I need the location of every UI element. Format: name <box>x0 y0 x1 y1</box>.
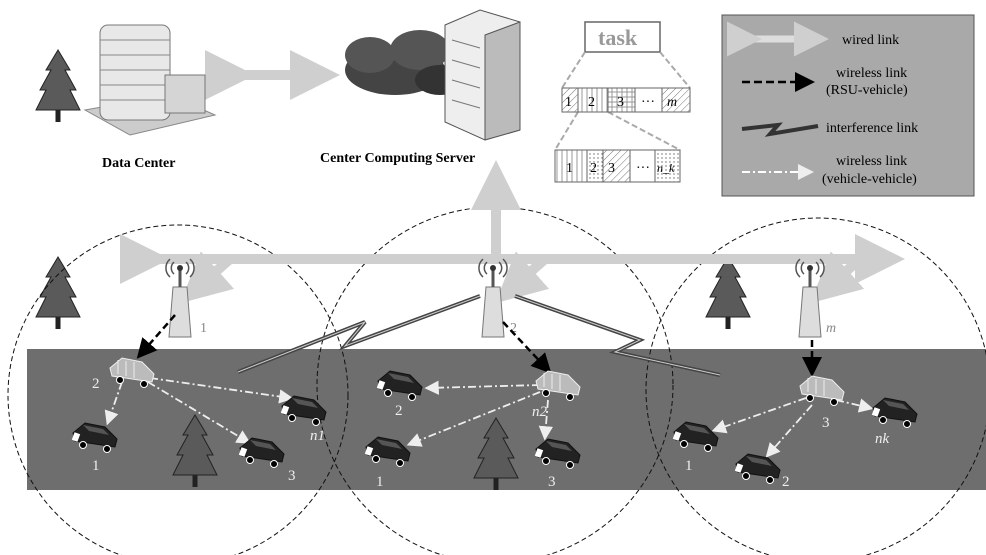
legend-v2v: wireless link <box>836 154 907 169</box>
vehicle-label: 1 <box>685 458 693 474</box>
rsu-label: 1 <box>200 321 207 336</box>
subtask-segment: ··· <box>636 161 650 176</box>
vehicle-label: nk <box>875 431 890 447</box>
vehicle-label: 1 <box>92 458 100 474</box>
data-center-label: Data Center <box>102 156 175 171</box>
task-segment: 3 <box>617 95 624 110</box>
task-breakdown: task 1 2 3 ··· m 1 2 3 ··· n_k <box>554 21 691 183</box>
vehicle-label: n2 <box>532 404 548 420</box>
subtask-segment: 1 <box>566 161 573 176</box>
task-segment: ··· <box>641 95 655 110</box>
legend-rsu-vehicle: wireless link <box>836 66 907 81</box>
interference-links <box>237 294 721 377</box>
legend-interference: interference link <box>826 121 918 136</box>
task-label: task <box>598 25 638 50</box>
legend-v2v-sub: (vehicle-vehicle) <box>822 172 917 187</box>
tree-icon <box>35 49 81 123</box>
vehicle-label: 2 <box>92 376 100 392</box>
vehicle-label: 3 <box>288 468 296 484</box>
vehicle-label: n1 <box>310 428 325 444</box>
legend-rsu-vehicle-sub: (RSU-vehicle) <box>826 83 908 98</box>
data-center-icon <box>83 24 217 136</box>
wired-backbone <box>120 50 905 304</box>
cell-coverage-3 <box>645 217 986 555</box>
server-icon <box>444 9 521 141</box>
rsu-label: 2 <box>510 321 517 336</box>
legend: wired link wireless link (RSU-vehicle) i… <box>721 14 975 197</box>
subtask-segment: 2 <box>590 161 597 176</box>
rsu-icon <box>477 257 509 339</box>
subtask-segment: 3 <box>608 161 615 176</box>
task-segment: 1 <box>565 95 572 110</box>
rsu-icon <box>164 257 196 339</box>
task-segment: 2 <box>588 95 595 110</box>
cell-coverage-2 <box>316 206 674 555</box>
rsu-vehicle-links <box>136 314 822 377</box>
vehicle-label: 3 <box>822 415 830 431</box>
server-label: Center Computing Server <box>320 151 475 166</box>
cell-coverage-1 <box>7 224 349 555</box>
vehicle-label: 2 <box>782 474 790 490</box>
v2v-links <box>104 377 874 458</box>
tree-icon <box>705 256 751 330</box>
rsu-label: m <box>826 321 836 336</box>
task-segment: m <box>667 95 677 110</box>
subtask-segment: n_k <box>657 161 675 175</box>
legend-wired: wired link <box>842 33 899 48</box>
vehicle-label: 3 <box>548 474 556 490</box>
vehicle-label: 1 <box>376 474 384 490</box>
rsu-icon <box>794 257 826 339</box>
vehicle-label: 2 <box>395 403 403 419</box>
